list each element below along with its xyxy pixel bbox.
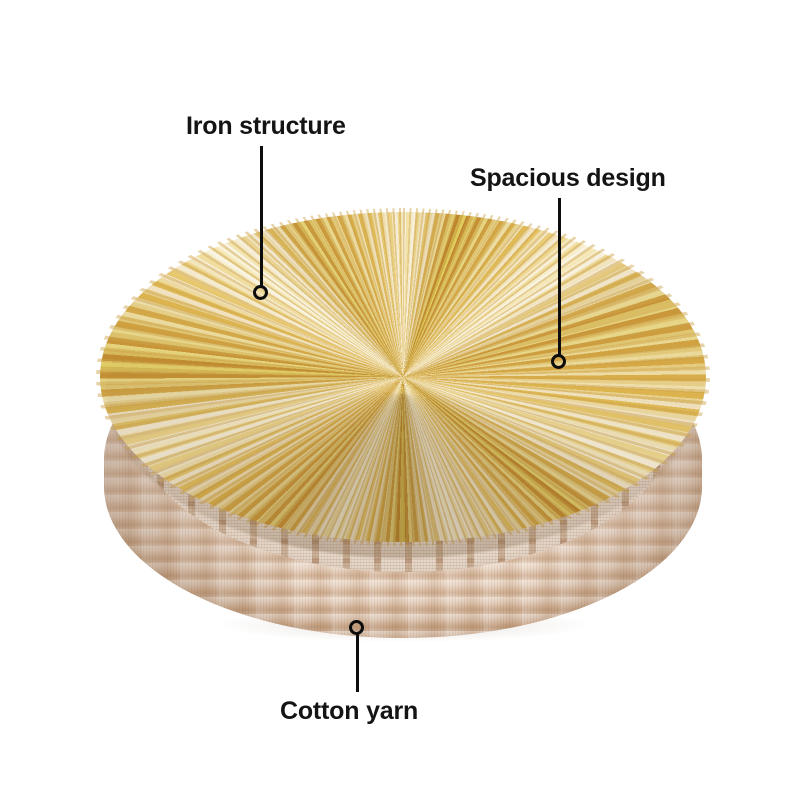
leader-endpoint-marker-spacious-design	[551, 354, 566, 369]
gold-rope-rim-shadow	[106, 228, 700, 558]
leader-endpoint-marker-cotton-yarn	[349, 620, 364, 635]
callout-label-cotton-yarn: Cotton yarn	[280, 697, 419, 725]
callout-label-iron-structure: Iron structure	[186, 112, 346, 140]
gold-rope-twist-texture	[100, 212, 706, 542]
callout-label-spacious-design: Spacious design	[470, 164, 666, 192]
leader-line-cotton-yarn	[356, 634, 359, 692]
woven-tray-basket-image	[100, 212, 706, 642]
leader-line-iron-structure	[260, 146, 263, 286]
leader-endpoint-marker-iron-structure	[253, 285, 268, 300]
gold-rope-fringe	[96, 208, 710, 546]
leader-line-spacious-design	[558, 198, 561, 356]
